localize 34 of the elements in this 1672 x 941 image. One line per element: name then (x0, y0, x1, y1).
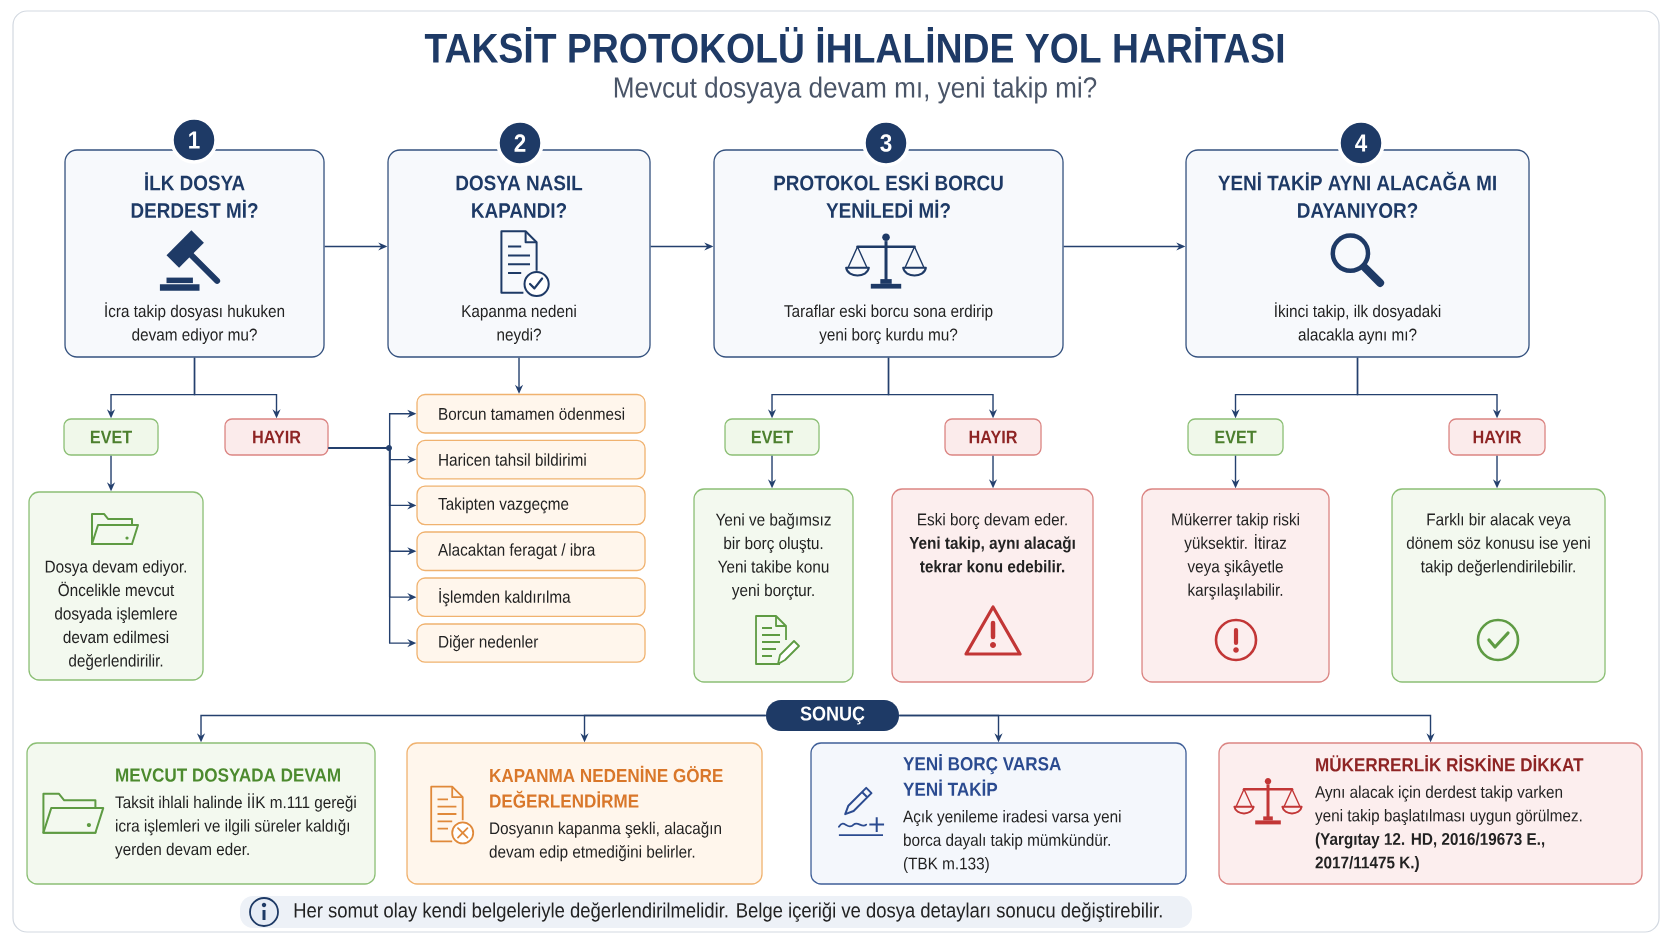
subtitle: Mevcut dosyaya devam mı, yeni takip mi? (614, 76, 1097, 104)
summary-card: YENİ BORÇ VARSA YENİ TAKİP Açık yenileme iradesi varsa yeni borca dayalı takip mümkündür. (TBK m.133) (810, 742, 1187, 885)
node-label: DOSYA NASIL KAPANDI? (456, 175, 583, 218)
section-pill: SONUÇ (766, 700, 899, 731)
question-box: İLK DOSYA DERDEST Mİ? İcra takip dosyası hukuken devam ediyor mu? (64, 149, 325, 358)
note-bar: Her somut olay kendi belgeleriyle değerlendirilmelidir. Belge içeriği ve dosya detayları sonucu değiştirebilir. (240, 896, 1192, 928)
decision-tag: EVET (724, 418, 820, 456)
node-label: Kapanma nedeni neydi? (462, 304, 576, 344)
decision-tag: HAYIR (944, 418, 1042, 456)
summary-card: MÜKERRERLİK RİSKİNE DİKKAT Aynı alacak için derdest takip varken yeni takip başlatılması uygun görülmez. (Yargıtay 12. HD, 2016/19673 E., 2017/11475 K.) (1218, 742, 1643, 885)
result-box: Dosya devam ediyor. Öncelikle mevcut dosyada işlemlere devam edilmesi değerlendirilir. (28, 491, 204, 681)
reason-box: Takipten vazgeçme (416, 485, 646, 526)
result-box: Yeni ve bağımsız bir borç oluştu. Yeni takibe konu yeni borçtur. (693, 488, 854, 683)
node-label: İcra takip dosyası hukuken devam ediyor mu? (105, 302, 285, 344)
node-label: YENİ TAKİP AYNI ALACAĞA MI DAYANIYOR? (1218, 171, 1496, 218)
node-label: PROTOKOL ESKİ BORCU YENİLEDİ Mİ? (774, 172, 1003, 218)
reason-box: Alacaktan feragat / ibra (416, 531, 646, 572)
summary-card: KAPANMA NEDENİNE GÖRE DEĞERLENDİRME Dosyanın kapanma şekli, alacağın devam edip etmediğini belirler. (406, 742, 763, 885)
decision-tag: EVET (63, 418, 159, 456)
result-box: Eski borç devam eder. Yeni takip, aynı alacağı tekrar konu edebilir. (891, 488, 1094, 683)
decision-tag: HAYIR (224, 418, 329, 456)
reason-box: Diğer nedenler (416, 623, 646, 663)
decision-tag: EVET (1187, 418, 1284, 456)
node-label: Taraflar eski borcu sona erdirip yeni borç kurdu mu? (784, 304, 993, 344)
summary-card: MEVCUT DOSYADA DEVAM Taksit ihlali halinde İİK m.111 gereği icra işlemleri ve ilgili süreler kaldığı yerden devam eder. (26, 742, 376, 885)
result-box: Farklı bir alacak veya dönem söz konusu ise yeni takip değerlendirilebilir. (1391, 488, 1606, 683)
decision-tag: HAYIR (1448, 418, 1546, 456)
reason-box: Borcun tamamen ödenmesi (416, 393, 646, 434)
reason-box: Haricen tahsil bildirimi (416, 439, 646, 480)
result-box: Mükerrer takip riski yüksektir. İtiraz veya şikâyetle karşılaşılabilir. (1141, 488, 1330, 683)
title: TAKSİT PROTOKOLÜ İHLALİNDE YOL HARİTASI (424, 27, 1284, 63)
node-label: İkinci takip, ilk dosyadaki alacakla aynı mı? (1275, 302, 1441, 344)
node-label: İLK DOSYA DERDEST Mİ? (131, 172, 258, 218)
reason-box: İşlemden kaldırılma (416, 577, 646, 617)
